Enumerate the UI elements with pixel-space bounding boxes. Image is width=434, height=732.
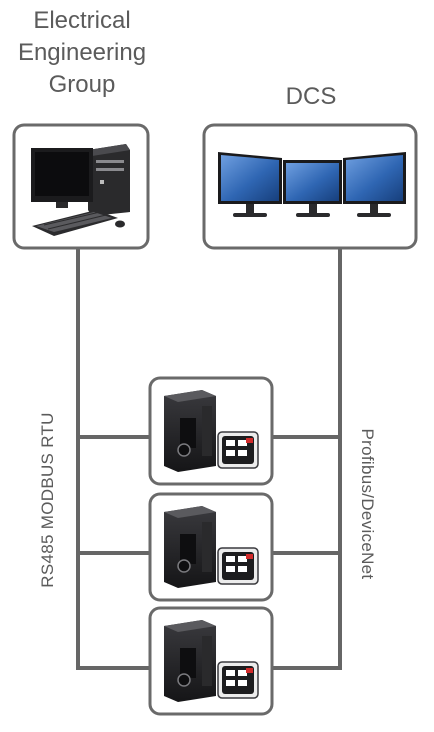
electrical-engineering-group-label: Electrical Engineering Group <box>2 5 162 101</box>
profibus-bus <box>272 248 342 670</box>
controller-node-1 <box>150 378 272 484</box>
rs485-modbus-rtu-label: RS485 MODBUS RTU <box>38 412 58 587</box>
controller-node-3 <box>150 608 272 714</box>
triple-monitor-icon <box>218 152 406 217</box>
rs485-bus <box>76 248 150 670</box>
label-line: Electrical <box>2 5 162 37</box>
dcs-label: DCS <box>270 81 352 113</box>
controller-node-2 <box>150 494 272 600</box>
label-line: Group <box>2 69 162 101</box>
profibus-devicenet-label: Profibus/DeviceNet <box>357 429 377 580</box>
label-line: Engineering <box>2 37 162 69</box>
workstation-node <box>14 125 148 248</box>
dcs-node <box>204 125 416 248</box>
